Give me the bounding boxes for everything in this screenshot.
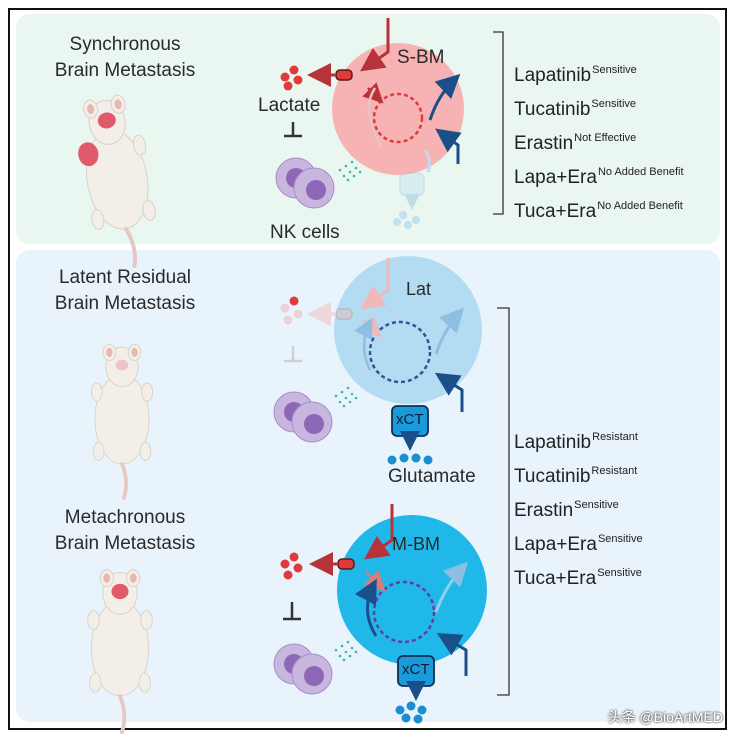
drug-item: Tuca+EraNo Added Benefit (514, 200, 683, 222)
drug-item: Lapa+EraNo Added Benefit (514, 166, 684, 188)
synchronous-title-line2: Brain Metastasis (54, 60, 196, 81)
m-bm-secretion-dots (334, 640, 358, 662)
s-bm-cell (332, 43, 464, 175)
drug-item: ErastinNot Effective (514, 132, 637, 154)
lat-xct-label: xCT (396, 411, 424, 428)
s-bm-label: S-BM (397, 47, 445, 68)
lat-faded-transporter (280, 296, 353, 363)
lat-nk-cell-icon (273, 391, 333, 443)
metachronous-title-line1: Metachronous (64, 507, 186, 528)
metachronous-title: Metachronous Brain Metastasis (20, 505, 230, 557)
s-bm-glutamate-dots-icon (393, 172, 425, 229)
m-bm-nk-cell-icon (273, 643, 333, 695)
watermark: 头条 @BioArtMED (607, 709, 723, 725)
drug-item: Lapa+EraSensitive (514, 533, 643, 555)
synchronous-title-line1: Synchronous (69, 34, 181, 55)
lat-xct-transporter-icon (391, 405, 429, 451)
synchronous-mouse-icon (67, 89, 168, 275)
inhibition-icon (284, 122, 302, 138)
m-bm-xct-transporter-icon (397, 655, 435, 701)
m-bm-glutamate-dots-icon (395, 701, 427, 724)
lactate-label: Lactate (258, 95, 321, 116)
synchronous-title: Synchronous Brain Metastasis (20, 32, 230, 84)
drug-item: ErastinSensitive (514, 499, 619, 521)
glutamate-dots-icon (387, 453, 433, 465)
drug-item: LapatinibSensitive (514, 64, 637, 86)
drug-item: Tuca+EraSensitive (514, 567, 642, 589)
s-bm-transporter-icon (307, 63, 353, 87)
lactate-dots-icon (280, 65, 303, 91)
metachronous-mouse-icon (85, 567, 155, 734)
lat-secretion-dots (334, 386, 358, 408)
m-bm-xct-label: xCT (402, 661, 430, 678)
lat-inner-cycle (368, 320, 432, 384)
drug-item: TucatinibSensitive (514, 98, 637, 120)
latent-mouse-icon (89, 342, 155, 501)
nk-cells-label: NK cells (270, 222, 340, 243)
metachronous-title-line2: Brain Metastasis (54, 533, 196, 554)
m-bm-label: M-BM (392, 534, 440, 554)
latent-title-line1: Latent Residual (58, 267, 192, 288)
m-bm-inhibition-icon (283, 602, 301, 621)
bottom-drug-bracket (497, 307, 510, 696)
secretion-dots (338, 160, 362, 182)
latent-title-line2: Brain Metastasis (54, 293, 196, 314)
m-bm-lactate-dots-icon (280, 552, 303, 580)
latent-title: Latent Residual Brain Metastasis (20, 265, 230, 317)
synchronous-drug-list: LapatinibSensitive TucatinibSensitive Er… (514, 56, 684, 226)
s-bm-inner-cycle (372, 92, 424, 144)
drug-item: TucatinibResistant (514, 465, 638, 487)
m-bm-inner-cycle (372, 580, 436, 644)
bottom-drug-list: LapatinibResistant TucatinibResistant Er… (514, 423, 643, 593)
glutamate-label: Glutamate (388, 466, 476, 487)
m-bm-transporter-icon (309, 552, 355, 576)
drug-item: LapatinibResistant (514, 431, 638, 453)
lat-label: Lat (406, 279, 432, 299)
synchronous-drug-bracket (493, 31, 504, 215)
nk-cell-icon (275, 157, 335, 209)
